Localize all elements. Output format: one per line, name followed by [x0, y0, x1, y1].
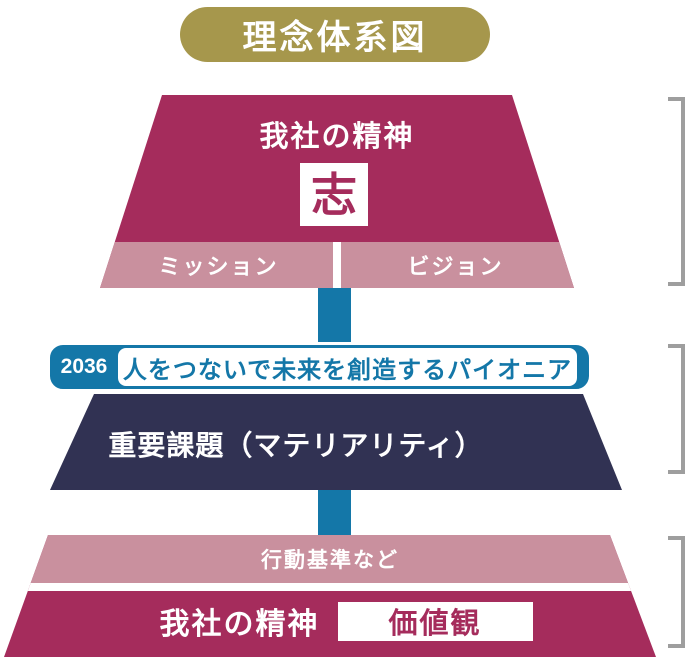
values-box: 価値観	[337, 601, 533, 641]
tier2-bracket	[668, 344, 685, 474]
bracket-bar	[681, 97, 685, 286]
tier2-trapezoid: 重要課題（マテリアリティ）	[50, 394, 622, 490]
bracket-stub	[668, 470, 685, 474]
tier3-bracket	[668, 536, 685, 648]
tier3-separator	[4, 583, 656, 591]
bracket-stub	[668, 282, 685, 286]
bracket-stub	[668, 536, 685, 540]
bracket-stub	[668, 97, 685, 101]
mission-vision-divider	[333, 242, 341, 288]
vision-statement: 人をつないで未来を創造するパイオニア	[118, 348, 577, 386]
mission-label: ミッション	[158, 254, 279, 279]
values-label: 価値観	[388, 608, 482, 640]
diagram-title: 理念体系図	[242, 19, 428, 57]
tier3-heading: 我社の精神	[159, 608, 320, 641]
vision-year-label: 2036	[60, 355, 108, 378]
tier1-trapezoid: 我社の精神 志 ミッション ビジョン	[100, 95, 574, 288]
tier2-heading: 重要課題（マテリアリティ）	[108, 430, 484, 461]
bracket-stub	[668, 344, 685, 348]
tier1-heading: 我社の精神	[259, 121, 415, 153]
tier1-bracket	[668, 97, 685, 286]
tier3-band-label: 行動基準など	[4, 535, 656, 583]
spirit-char: 志	[311, 168, 357, 221]
connector-tier1-badge	[318, 286, 351, 344]
spirit-box: 志	[300, 163, 368, 226]
tier3-row: 我社の精神 価値観	[20, 599, 656, 643]
bracket-stub	[668, 644, 685, 648]
vision-label: ビジョン	[407, 254, 504, 279]
bracket-bar	[681, 536, 685, 648]
tier3-trapezoid: 行動基準など 我社の精神 価値観	[4, 535, 656, 657]
vision-badge: 2036 人をつないで未来を創造するパイオニア	[47, 342, 592, 392]
bracket-bar	[681, 344, 685, 474]
connector-tier2-tier3	[318, 488, 351, 537]
diagram-title-pill: 理念体系図	[180, 7, 490, 62]
